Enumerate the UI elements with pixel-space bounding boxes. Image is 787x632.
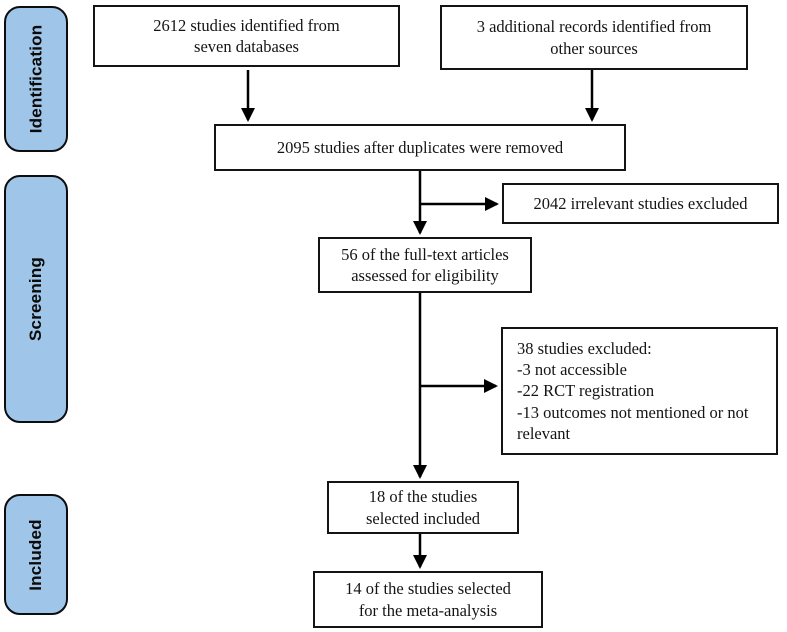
box-studies-selected-included: 18 of the studies selected included xyxy=(327,481,519,534)
box-additional-records-line2: other sources xyxy=(550,38,638,58)
box-irrelevant-studies-excluded: 2042 irrelevant studies excluded xyxy=(502,183,779,224)
stage-identification: Identification xyxy=(4,6,68,152)
stage-identification-label: Identification xyxy=(26,24,46,134)
box-fulltext-assessed: 56 of the full-text articles assessed fo… xyxy=(318,237,532,293)
box-studies-excluded-line4: -13 outcomes not mentioned or not releva… xyxy=(517,402,749,443)
box-studies-excluded-line2: -3 not accessible xyxy=(517,360,627,380)
box-after-duplicates-removed-line1: 2095 studies after duplicates were remov… xyxy=(276,137,564,157)
box-irrelevant-studies-excluded-line1: 2042 irrelevant studies excluded xyxy=(533,193,748,213)
stage-included-label: Included xyxy=(26,518,45,591)
box-studies-identified: 2612 studies identified from seven datab… xyxy=(93,5,400,67)
box-meta-analysis-selected-line1: 14 of the studies selected xyxy=(345,579,511,599)
stage-screening: Screening xyxy=(4,175,68,423)
box-meta-analysis-selected: 14 of the studies selected for the meta-… xyxy=(313,571,543,628)
box-meta-analysis-selected-line2: for the meta-analysis xyxy=(358,600,498,620)
box-fulltext-assessed-line1: 56 of the full-text articles xyxy=(341,244,509,264)
stage-included: Included xyxy=(4,494,68,615)
box-after-duplicates-removed: 2095 studies after duplicates were remov… xyxy=(214,124,626,171)
box-studies-excluded-line3: -22 RCT registration xyxy=(517,381,655,401)
box-studies-identified-line2: seven databases xyxy=(194,37,299,56)
box-studies-selected-included-line1: 18 of the studies xyxy=(368,487,478,507)
box-studies-excluded-line1: 38 studies excluded: xyxy=(517,339,652,359)
box-additional-records-line1: 3 additional records identified from xyxy=(476,17,712,37)
stage-screening-label: Screening xyxy=(26,257,45,341)
box-studies-identified-line1: 2612 studies identified from xyxy=(153,15,340,35)
box-fulltext-assessed-line2: assessed for eligibility xyxy=(351,266,499,285)
box-studies-excluded: 38 studies excluded: -3 not accessible -… xyxy=(501,327,778,455)
box-studies-selected-included-line2: selected included xyxy=(365,508,481,528)
box-additional-records: 3 additional records identified from oth… xyxy=(440,5,748,70)
